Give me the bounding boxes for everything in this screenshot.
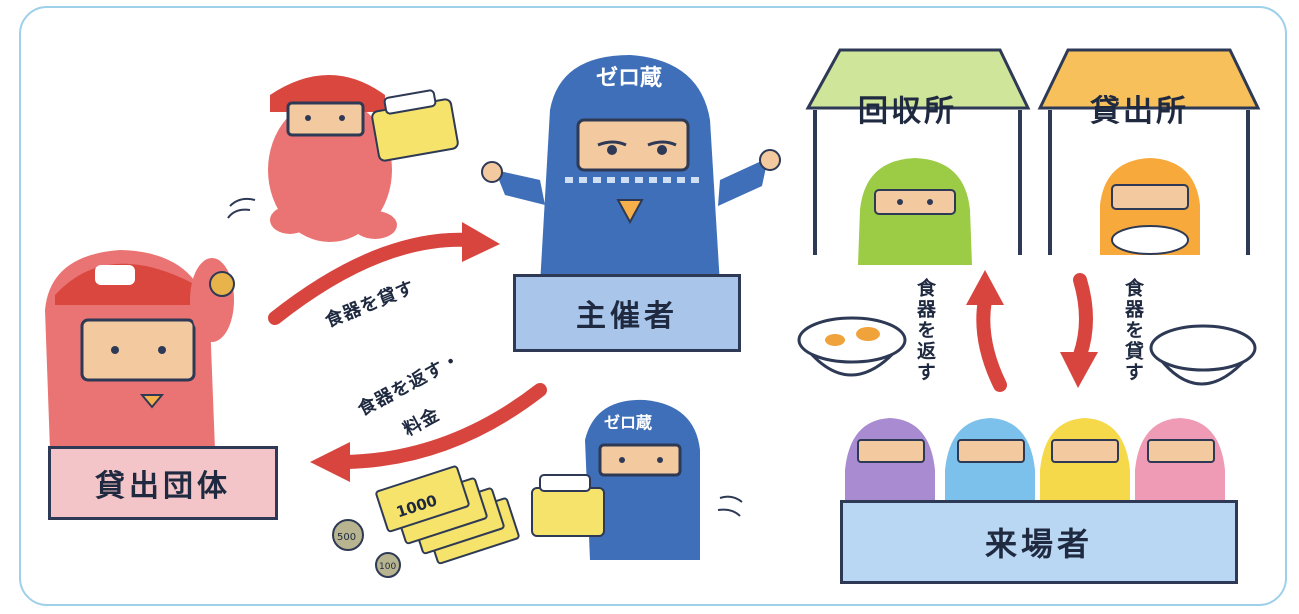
arrow-lend-to-organizer — [268, 222, 500, 325]
arrow-return-up — [966, 270, 1007, 392]
arrow-return-to-lender — [310, 383, 547, 482]
lender-ninja — [45, 250, 235, 450]
visitor-ninjas — [845, 418, 1225, 520]
organizer-ninja: ゼロ蔵 — [481, 55, 781, 285]
svg-text:500: 500 — [337, 532, 356, 543]
clean-bowl — [1149, 324, 1257, 386]
visitors-box: 来場者 — [840, 500, 1238, 584]
lender-org-box: 貸出団体 — [48, 446, 278, 520]
svg-text:ゼロ蔵: ゼロ蔵 — [596, 66, 662, 91]
arrow-lend-down — [1060, 273, 1098, 388]
collection-booth-title: 回収所 — [858, 94, 957, 129]
lender-org-label: 貸出団体 — [95, 469, 231, 504]
lend-dishes-vertical-label: 食器を貸す — [1122, 278, 1144, 383]
organizer-label: 主催者 — [576, 299, 678, 334]
visitors-label: 来場者 — [984, 525, 1093, 563]
svg-text:ゼロ蔵: ゼロ蔵 — [604, 413, 652, 432]
organizer-box: 主催者 — [513, 274, 741, 352]
delivery-ninja-top — [227, 75, 459, 242]
svg-text:100: 100 — [379, 562, 396, 572]
dirty-bowl — [797, 316, 907, 377]
lending-booth-title: 貸出所 — [1090, 94, 1189, 129]
collection-booth — [805, 48, 1031, 265]
delivery-ninja-bottom: ゼロ蔵 — [531, 399, 743, 560]
lending-booth — [1037, 48, 1261, 255]
return-dishes-vertical-label: 食器を返す — [914, 278, 936, 383]
money-pile: 1000 500 100 — [332, 465, 520, 578]
